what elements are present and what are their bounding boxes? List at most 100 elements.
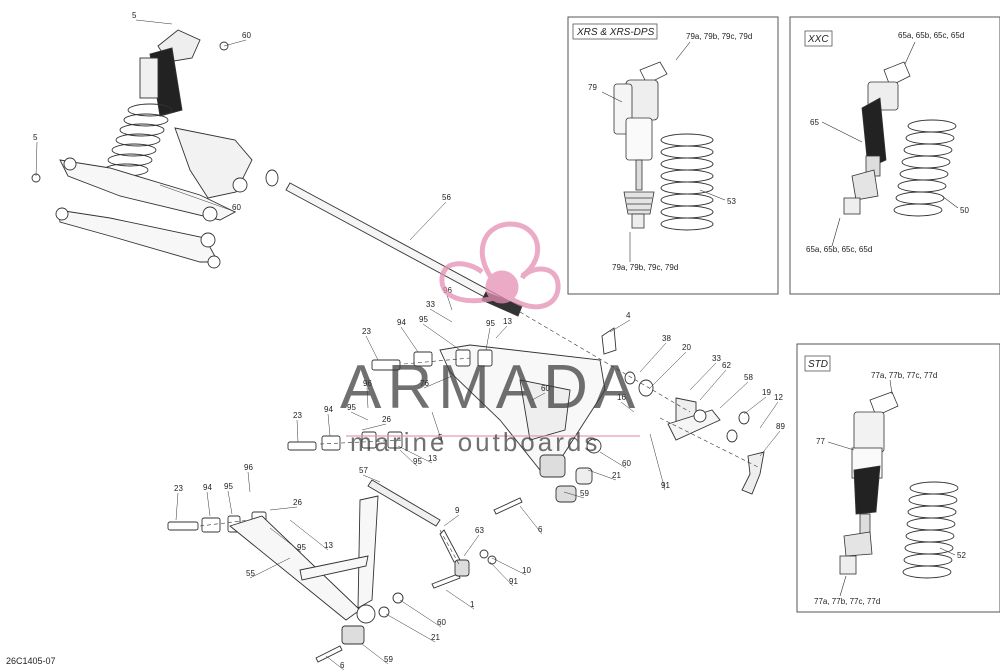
callout-leader-line	[431, 411, 443, 443]
callout-leader-line	[325, 655, 345, 671]
callout-number: 95	[419, 315, 428, 324]
callout-number: 16	[617, 393, 626, 402]
callout-leader-line	[443, 514, 460, 527]
callout-number: 23	[174, 484, 183, 493]
callout-leader-line	[269, 506, 298, 511]
callout-leader-line	[463, 534, 480, 557]
callout-number: 12	[774, 393, 783, 402]
callout-leader-line	[485, 327, 491, 351]
callout-number: 95	[224, 482, 233, 491]
drawing-reference: 26C1405-07	[6, 656, 56, 666]
main-assembly	[31, 29, 765, 663]
watermark-tagline: marine outboards	[350, 427, 600, 457]
label-xxc-spring: 50	[960, 206, 969, 215]
callout-leader-line	[491, 557, 527, 576]
callout-leader-line	[489, 561, 514, 587]
callout-leader-line	[422, 323, 461, 351]
callout-leader-line	[649, 351, 687, 389]
inset-box-xrs: XRS & XRS-DPS 79a, 79b, 79c, 79d 79 53 7…	[567, 16, 779, 295]
callout-number: 60	[622, 459, 631, 468]
label-std-bolts-top: 77a, 77b, 77c, 77d	[871, 371, 937, 380]
callout-leader-line	[446, 294, 453, 311]
callout-leader-line	[639, 342, 667, 373]
callout-number: 26	[382, 415, 391, 424]
callout-number: 94	[203, 483, 212, 492]
leader-lines-std	[827, 379, 956, 597]
callout-leader-line	[609, 319, 631, 333]
callout-leader-line	[361, 643, 389, 665]
leader-lines-xxc	[821, 41, 959, 247]
callout-leader-line	[689, 362, 717, 391]
callout-leader-line	[249, 557, 291, 579]
label-xrs-bolts-bottom: 79a, 79b, 79c, 79d	[612, 263, 678, 272]
callout-leader-line	[409, 201, 447, 241]
callout-leader-line	[366, 387, 369, 409]
label-std-spring: 52	[957, 551, 966, 560]
callout-leader-line	[649, 433, 666, 491]
callout-number: 62	[722, 361, 731, 370]
callout-number: 95	[347, 403, 356, 412]
callout-leader-line	[759, 401, 779, 429]
callout-leader-line	[385, 613, 436, 643]
callout-number: 60	[242, 31, 251, 40]
shock-absorber-xxc	[843, 61, 911, 215]
callout-number: 33	[712, 354, 721, 363]
callout-number: 95	[486, 319, 495, 328]
label-xxc-shock: 65	[810, 118, 819, 127]
callout-leader-line	[400, 326, 419, 353]
callout-number: 95	[413, 457, 422, 466]
callout-leader-line	[445, 589, 475, 610]
callout-leader-line	[531, 392, 546, 401]
callout-number: 76	[420, 379, 429, 388]
callout-number: 10	[522, 566, 531, 575]
callout-number: 23	[362, 327, 371, 336]
callout-leader-line	[399, 449, 418, 467]
callout-number: 57	[359, 466, 368, 475]
callout-number: 13	[428, 454, 437, 463]
callout-leader-line	[397, 445, 433, 464]
callout-leader-line	[759, 430, 781, 457]
watermark-brand: ARMADA	[340, 353, 641, 422]
callout-number: 94	[324, 405, 333, 414]
callout-number: 94	[397, 318, 406, 327]
callout-leader-line	[247, 471, 251, 493]
callout-number: 91	[661, 481, 670, 490]
callout-leader-line	[399, 599, 442, 628]
callout-leader-line	[362, 474, 381, 483]
shock-absorber-xrs	[613, 61, 668, 229]
callout-number: 59	[384, 655, 393, 664]
callout-leader-line	[35, 141, 38, 177]
callout-leader-line	[423, 375, 453, 389]
shock-absorber-std	[839, 391, 899, 575]
callout-number: 13	[503, 317, 512, 326]
alignment-lines	[199, 311, 761, 567]
callout-leader-line	[563, 491, 585, 499]
callout-number: 95	[297, 543, 306, 552]
callout-number: 89	[776, 422, 785, 431]
callout-leader-line	[289, 519, 329, 551]
callout-number: 63	[475, 526, 484, 535]
inset-title-xrs: XRS & XRS-DPS	[576, 27, 655, 38]
callout-leader-line	[175, 492, 179, 521]
callout-number: 4	[626, 311, 631, 320]
callout-leader-line	[296, 419, 299, 443]
callout-number: 21	[612, 471, 621, 480]
callout-number: 60	[437, 618, 446, 627]
leader-lines-xrs	[601, 41, 726, 262]
callout-number: 91	[509, 577, 518, 586]
callout-leader-line	[620, 401, 635, 413]
callout-number: 56	[442, 193, 451, 202]
callout-leader-line	[719, 381, 749, 409]
label-std-bolts-bottom: 77a, 77b, 77c, 77d	[814, 597, 880, 606]
callout-number: 21	[431, 633, 440, 642]
callout-number: 5	[33, 133, 38, 142]
callout-number: 13	[324, 541, 333, 550]
callout-number: 5	[438, 433, 443, 442]
callout-leader-line	[429, 308, 453, 323]
label-xxc-bolts-top: 65a, 65b, 65c, 65d	[898, 31, 964, 40]
callout-number: 33	[426, 300, 435, 309]
callout-leader-line	[519, 505, 543, 535]
callout-number: 19	[762, 388, 771, 397]
